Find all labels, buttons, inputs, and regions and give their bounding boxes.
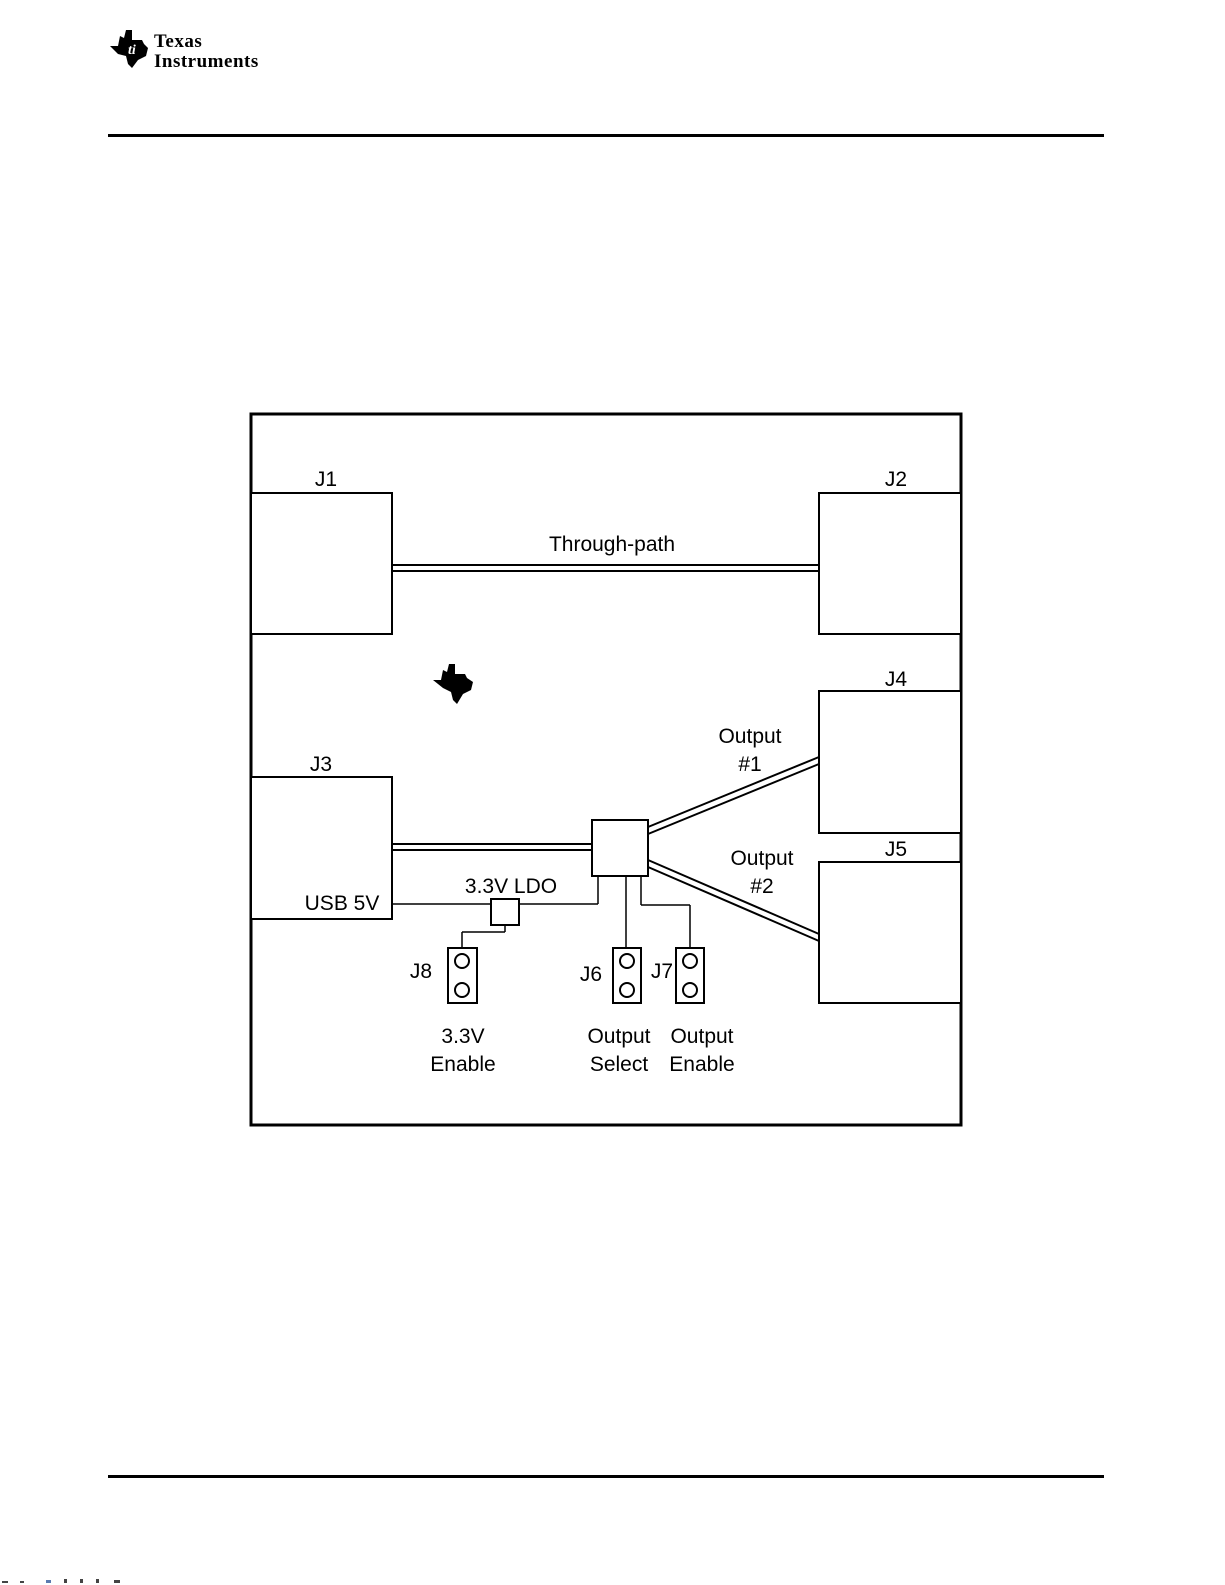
label-output1-line2: #1 [738,753,761,776]
label-j5: J5 [885,838,907,861]
footer-marks [0,1573,140,1585]
footer-rule [108,1475,1104,1478]
label-j3: J3 [310,753,332,776]
label-usb-5v: USB 5V [305,892,380,915]
label-j1: J1 [315,468,337,491]
jumper-j6 [613,948,641,1003]
switch-ic-box [592,820,648,876]
connector-j2-box [819,493,961,634]
connector-j4-box [819,691,961,833]
label-output2-line1: Output [730,847,793,870]
label-output1-line1: Output [718,725,781,748]
connector-j5-box [819,862,961,1003]
label-enable33-line1: 3.3V [441,1025,484,1048]
label-j2: J2 [885,468,907,491]
label-out-enable-line2: Enable [669,1053,734,1076]
label-j6: J6 [580,963,602,986]
label-j7: J7 [651,960,673,983]
jumper-j8 [448,948,477,1003]
label-output2-line2: #2 [750,875,773,898]
output2-path-line-b [648,867,819,941]
svg-text:ti: ti [451,678,459,692]
label-through-path: Through-path [549,533,675,556]
output2-path-line-a [648,860,819,934]
ldo-box [491,899,519,925]
output1-path-line-a [648,757,819,827]
label-out-enable-line1: Output [670,1025,733,1048]
label-j8: J8 [410,960,432,983]
ti-board-logo-icon: ti [433,664,473,704]
connector-j1-box [251,493,392,634]
output1-path-line-b [648,764,819,834]
jumper-j7 [676,948,704,1003]
label-ldo: 3.3V LDO [465,875,557,898]
label-j4: J4 [885,668,908,691]
label-enable33-line2: Enable [430,1053,495,1076]
label-out-select-line2: Select [590,1053,649,1076]
label-out-select-line1: Output [587,1025,650,1048]
